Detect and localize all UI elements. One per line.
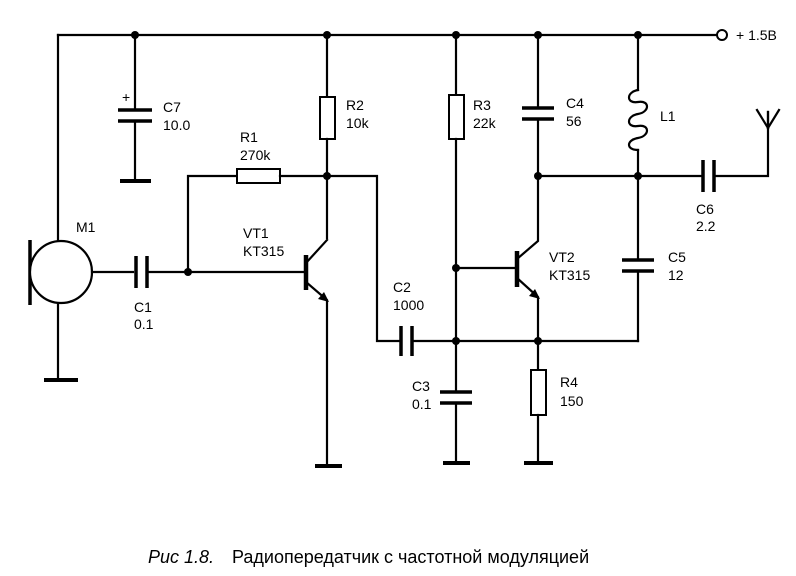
supply-terminal [716, 29, 728, 41]
capacitor-c2: C2 1000 [325, 174, 640, 356]
capacitor-c3: C3 0.1 [412, 378, 472, 465]
resistor-r4: R4 150 [524, 369, 584, 465]
vt2-ref: VT2 [549, 249, 575, 265]
m1-ref: M1 [76, 219, 96, 235]
vt1-ref: VT1 [243, 225, 269, 241]
capacitor-c6: C6 2.2 [696, 110, 770, 234]
c7-polarity: + [122, 89, 130, 105]
supply-label: + 1.5B [736, 27, 777, 43]
inductor-l1: L1 [536, 31, 704, 260]
r1-ref: R1 [240, 129, 258, 145]
r2-value: 10k [346, 115, 370, 131]
c5-ref: C5 [668, 249, 686, 265]
supply-rail: + 1.5B [56, 27, 777, 43]
transistor-vt1: VT1 KT315 [243, 225, 342, 468]
c3-value: 0.1 [412, 396, 432, 412]
vt1-type: KT315 [243, 243, 284, 259]
r2-ref: R2 [346, 97, 364, 113]
c5-value: 12 [668, 267, 684, 283]
c7-ref: C7 [163, 99, 181, 115]
resistor-r3: R3 22k [448, 31, 497, 392]
resistor-r1: R1 270k [186, 129, 329, 274]
transistor-vt2: VT2 KT315 [454, 174, 590, 372]
capacitor-c4: C4 56 [522, 31, 584, 178]
c7-value: 10.0 [163, 117, 190, 133]
l1-ref: L1 [660, 108, 676, 124]
c6-value: 2.2 [696, 218, 716, 234]
r4-value: 150 [560, 393, 584, 409]
caption-text: Радиопередатчик с частотной модуляцией [232, 547, 589, 567]
c1-value: 0.1 [134, 316, 154, 332]
figure-caption: Рис 1.8. Радиопередатчик с частотной мод… [148, 547, 589, 567]
microphone-m1: M1 [28, 33, 135, 382]
c1-ref: C1 [134, 299, 152, 315]
resistor-r2: R2 10k [319, 31, 370, 240]
c6-ref: C6 [696, 201, 714, 217]
c2-value: 1000 [393, 297, 424, 313]
c4-value: 56 [566, 113, 582, 129]
capacitor-c5: C5 12 [622, 249, 686, 343]
r3-ref: R3 [473, 97, 491, 113]
c2-ref: C2 [393, 279, 411, 295]
r3-value: 22k [473, 115, 497, 131]
c4-ref: C4 [566, 95, 584, 111]
vt2-type: KT315 [549, 267, 590, 283]
r4-ref: R4 [560, 374, 578, 390]
antenna-icon [755, 108, 781, 130]
c3-ref: C3 [412, 378, 430, 394]
capacitor-c1: C1 0.1 [134, 256, 307, 332]
caption-figure-number: Рис 1.8. [148, 547, 214, 567]
r1-value: 270k [240, 147, 271, 163]
capacitor-c7: + C7 10.0 [118, 31, 190, 183]
